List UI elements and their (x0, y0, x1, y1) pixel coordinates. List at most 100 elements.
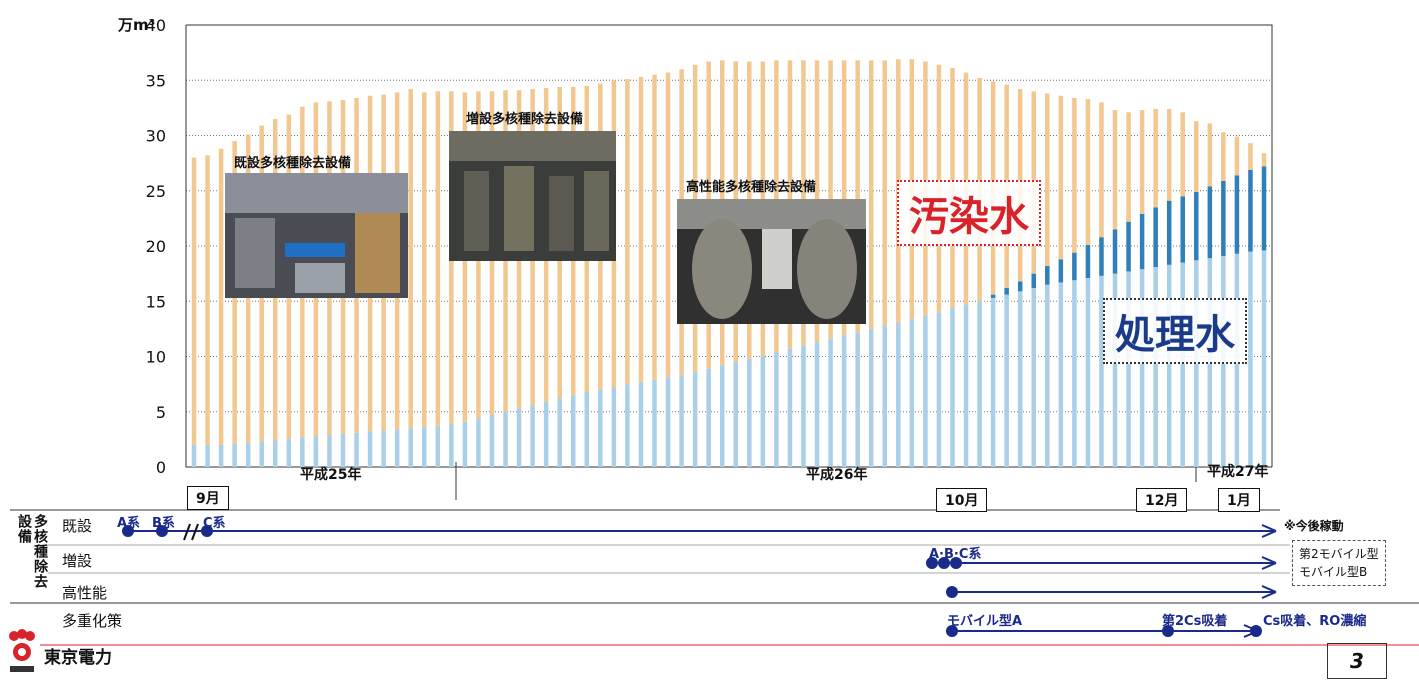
bar-treated (963, 304, 969, 467)
bar-contaminated (1085, 99, 1091, 245)
bar-contaminated (1045, 93, 1050, 266)
timeline-dot (946, 586, 958, 598)
timeline-dot (926, 557, 938, 569)
bar-contaminated (868, 60, 874, 329)
bar-treated (489, 415, 495, 467)
bar-treated (273, 440, 278, 467)
bar-contaminated (191, 157, 197, 445)
bar-contaminated (1166, 108, 1172, 201)
treated-water-label: 処理水 (1103, 298, 1247, 364)
bar-treated-additional (1207, 186, 1213, 259)
bar-treated (1261, 250, 1267, 467)
bar-treated-additional (1058, 259, 1064, 283)
timeline-dot (156, 525, 168, 537)
bar-treated-additional (1180, 196, 1185, 263)
bar-contaminated (1207, 123, 1213, 187)
bar-contaminated (1058, 95, 1064, 260)
bar-treated (747, 358, 752, 467)
bar-contaminated (408, 89, 413, 429)
bar-treated (313, 436, 319, 467)
bar-contaminated (1099, 102, 1104, 238)
bar-treated (191, 444, 197, 467)
timeline-dot (950, 557, 962, 569)
mark-c-system: C系 (203, 516, 226, 531)
bar-contaminated (625, 79, 630, 385)
timeline-row-multi: 多重化策 (62, 612, 123, 630)
bar-treated (719, 365, 725, 467)
bar-treated-additional (1085, 244, 1091, 279)
bar-treated (1058, 282, 1064, 467)
photo-additional (449, 131, 616, 261)
bar-treated-additional (1045, 265, 1050, 285)
bar-treated (868, 328, 874, 467)
y-tick-label: 30 (146, 127, 166, 146)
bar-treated (923, 315, 928, 467)
bar-treated (896, 322, 901, 467)
bar-treated (381, 430, 386, 467)
bar-treated (543, 401, 549, 467)
bar-treated (692, 371, 698, 467)
timeline-group-label: 多核種除去設備 (16, 514, 48, 589)
timeline-row-additional: 増設 (62, 552, 93, 570)
y-tick-label: 20 (146, 237, 166, 256)
y-tick-label: 10 (146, 348, 166, 367)
tepco-logo (8, 628, 36, 676)
bar-contaminated (1139, 110, 1145, 214)
bar-contaminated (1221, 132, 1226, 181)
arrowhead (1261, 585, 1277, 599)
bar-treated (733, 362, 739, 467)
timeline-dot (1162, 625, 1174, 637)
bar-treated (679, 375, 684, 467)
note-item: モバイル型B (1299, 565, 1368, 579)
bar-treated (950, 307, 955, 467)
contaminated-water-label: 汚染水 (897, 180, 1041, 246)
bar-treated (232, 443, 237, 467)
photo-existing (225, 173, 408, 298)
bar-treated (1085, 278, 1091, 467)
bar-treated-additional (1004, 287, 1009, 295)
note-item: 第2モバイル型 (1299, 547, 1379, 561)
photo-caption-existing: 既設多核種除去設備 (234, 156, 352, 171)
bar-treated (787, 348, 793, 467)
mark-mobile-a: モバイル型A (947, 614, 1023, 629)
bar-treated (570, 395, 576, 467)
bar-treated (1045, 284, 1050, 467)
bar-treated (977, 301, 982, 467)
y-tick-label: 35 (146, 71, 166, 90)
bar-treated-additional (1099, 237, 1104, 276)
bar-treated (990, 297, 996, 467)
mark-abc-system: A·B·C系 (929, 547, 982, 562)
bar-treated-additional (1031, 273, 1036, 288)
bar-treated (909, 318, 915, 467)
arrowhead (1261, 556, 1277, 570)
mark-second-cs: 第2Cs吸着 (1162, 614, 1228, 629)
month-label-dec: 12月 (1136, 488, 1188, 512)
era-label-h25: 平成25年 (300, 467, 362, 483)
page-number: 3 (1327, 643, 1387, 679)
timeline-dot (122, 525, 134, 537)
era-label-h26: 平成26年 (806, 467, 868, 483)
bar-treated (367, 431, 373, 467)
bar-contaminated (1126, 112, 1131, 222)
timeline-dot (201, 525, 213, 537)
bar-treated (652, 379, 657, 467)
bar-treated (1004, 294, 1009, 467)
note-title: ※今後稼動 (1284, 519, 1344, 533)
bar-treated (760, 355, 766, 467)
timeline-dot (1250, 625, 1262, 637)
bar-treated (205, 444, 210, 467)
month-label-jan: 1月 (1218, 488, 1260, 512)
bar-treated (516, 408, 522, 467)
bar-treated (706, 368, 711, 467)
bar-treated (394, 429, 400, 467)
y-tick-label: 5 (156, 403, 166, 422)
bar-treated (774, 352, 779, 467)
bar-contaminated (1194, 121, 1199, 192)
bar-treated (218, 444, 224, 467)
bar-treated (638, 381, 644, 467)
bar-treated (340, 433, 346, 467)
bar-treated (665, 377, 671, 467)
bar-treated (422, 427, 427, 467)
bar-treated (327, 434, 332, 467)
bar-treated (855, 332, 860, 467)
